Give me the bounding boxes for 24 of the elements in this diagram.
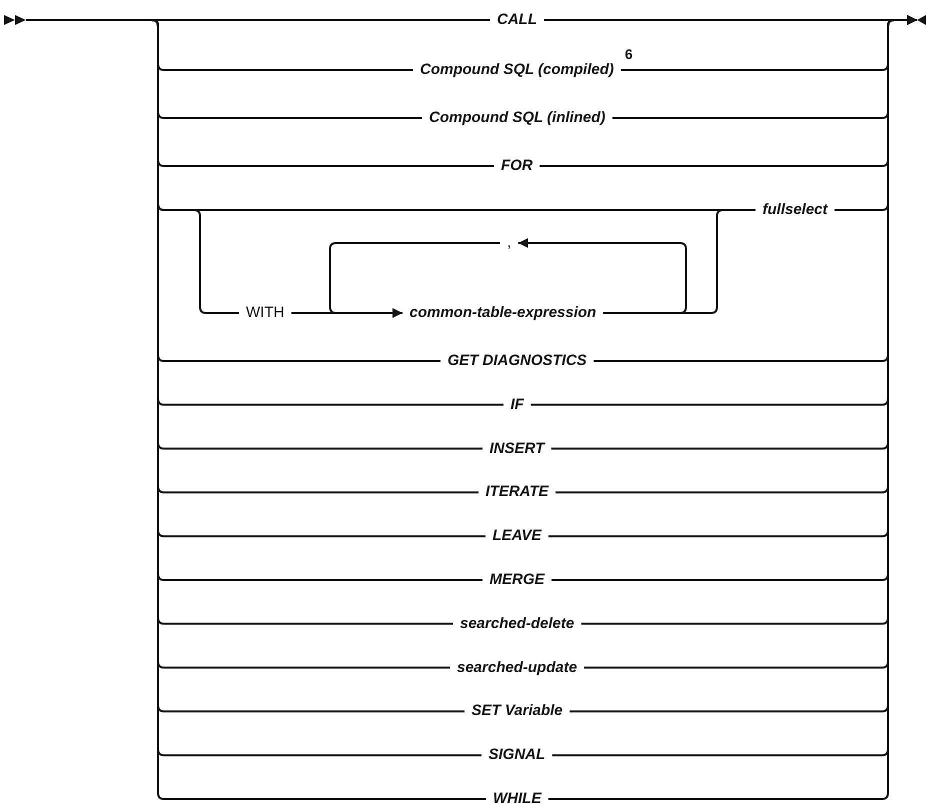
end-marker-icon — [917, 14, 926, 26]
syntax-term: SET Variable — [464, 702, 570, 720]
syntax-term: searched-delete — [453, 614, 582, 633]
syntax-term: , — [500, 234, 518, 252]
syntax-term: INSERT — [482, 440, 552, 458]
rail-arrow — [329, 242, 500, 318]
rail-line — [603, 209, 756, 314]
syntax-term: IF — [504, 396, 531, 414]
syntax-term: GET DIAGNOSTICS — [440, 352, 594, 370]
syntax-term: LEAVE — [486, 527, 548, 546]
syntax-term: CALL — [490, 11, 544, 29]
syntax-term: FOR — [494, 157, 540, 175]
syntax-term: searched-update — [450, 658, 584, 677]
start-marker-icon — [4, 14, 26, 26]
syntax-term: Compound SQL (inlined) — [422, 109, 612, 127]
syntax-term: ITERATE — [478, 483, 556, 502]
footnote-number: 6 — [624, 45, 633, 63]
syntax-term: SIGNAL — [482, 746, 552, 764]
syntax-term: MERGE — [482, 571, 552, 589]
syntax-term: fullselect — [756, 201, 835, 219]
rail-arrow — [518, 238, 687, 314]
syntax-term: WITH — [239, 304, 292, 322]
syntax-term: WHILE — [486, 790, 548, 806]
syntax-term: common-table-expression — [402, 304, 604, 322]
